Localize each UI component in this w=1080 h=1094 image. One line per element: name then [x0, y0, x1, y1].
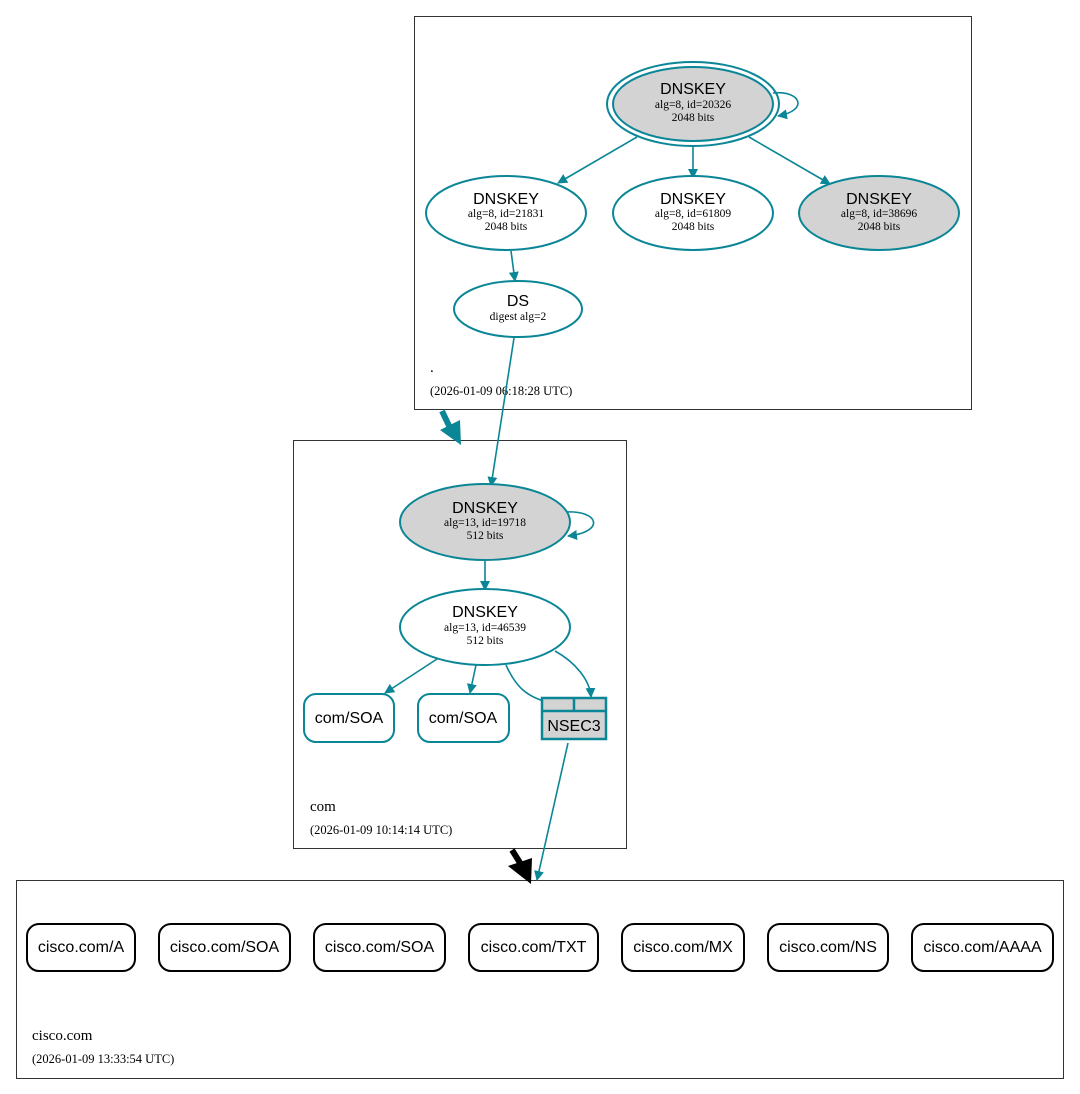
- rr-label: cisco.com/NS: [779, 939, 877, 956]
- node-com-zsk-46539[interactable]: DNSKEY alg=13, id=46539 512 bits: [399, 588, 571, 666]
- edge-root-ksk-to-zsk1: [557, 136, 638, 184]
- node-cisco-soa-1[interactable]: cisco.com/SOA: [158, 923, 291, 972]
- node-cisco-a[interactable]: cisco.com/A: [26, 923, 136, 972]
- node-alg: alg=13, id=19718: [444, 517, 526, 529]
- edge-com-zsk-to-soa1: [384, 658, 438, 694]
- zone-com-timestamp: (2026-01-09 10:14:14 UTC): [310, 823, 452, 837]
- node-bits: 2048 bits: [672, 112, 715, 124]
- edge-root-ksk-self: [772, 91, 799, 120]
- node-root-ksk-trust-anchor[interactable]: DNSKEY alg=8, id=20326 2048 bits: [606, 61, 780, 147]
- edges: [384, 91, 831, 884]
- rr-label: cisco.com/MX: [633, 939, 733, 956]
- edge-com-zsk-to-soa2: [466, 664, 477, 694]
- node-root-ksk-38696[interactable]: DNSKEY alg=8, id=38696 2048 bits: [798, 175, 960, 251]
- edge-com-ksk-self: [564, 511, 595, 540]
- node-title: DNSKEY: [452, 604, 518, 621]
- edge-nsec3-to-cisco: [534, 742, 569, 881]
- rr-label: cisco.com/AAAA: [923, 939, 1042, 956]
- zone-cisco-name: cisco.com: [32, 1028, 93, 1044]
- node-cisco-soa-2[interactable]: cisco.com/SOA: [313, 923, 446, 972]
- node-title: DNSKEY: [452, 500, 518, 517]
- node-cisco-mx[interactable]: cisco.com/MX: [621, 923, 745, 972]
- edge-zsk1-to-ds: [508, 250, 519, 282]
- node-title: DNSKEY: [846, 191, 912, 208]
- node-sub: digest alg=2: [490, 311, 547, 323]
- node-bits: 512 bits: [467, 530, 504, 542]
- node-root-zsk-61809[interactable]: DNSKEY alg=8, id=61809 2048 bits: [612, 175, 774, 251]
- node-title: DNSKEY: [473, 191, 539, 208]
- rr-label: cisco.com/SOA: [170, 939, 280, 956]
- node-title: DNSKEY: [660, 191, 726, 208]
- rr-label: cisco.com/SOA: [325, 939, 435, 956]
- edge-root-ksk-to-ksk2: [748, 136, 831, 185]
- node-cisco-txt[interactable]: cisco.com/TXT: [468, 923, 599, 972]
- zone-cisco-timestamp: (2026-01-09 13:33:54 UTC): [32, 1052, 174, 1066]
- node-com-soa-2[interactable]: com/SOA: [417, 693, 510, 743]
- node-alg: alg=8, id=38696: [841, 208, 917, 220]
- node-cisco-ns[interactable]: cisco.com/NS: [767, 923, 889, 972]
- edge-com-zsk-to-nsec3b: [554, 650, 596, 698]
- rr-label: com/SOA: [429, 710, 498, 727]
- rr-label: cisco.com/TXT: [481, 939, 587, 956]
- node-alg: alg=8, id=61809: [655, 208, 731, 220]
- node-alg: alg=8, id=21831: [468, 208, 544, 220]
- zone-root-name: .: [430, 360, 434, 376]
- rr-label: cisco.com/A: [38, 939, 125, 956]
- node-cisco-aaaa[interactable]: cisco.com/AAAA: [911, 923, 1054, 972]
- node-com-soa-1[interactable]: com/SOA: [303, 693, 395, 743]
- rr-label: com/SOA: [315, 710, 384, 727]
- edge-ds-to-com-ksk: [487, 337, 515, 487]
- node-alg: alg=8, id=20326: [655, 99, 731, 111]
- zone-cisco: cisco.com (2026-01-09 13:33:54 UTC): [16, 880, 1064, 1079]
- node-bits: 2048 bits: [858, 221, 901, 233]
- delegation-com-to-cisco: [508, 848, 532, 884]
- node-root-ds[interactable]: DS digest alg=2: [453, 280, 583, 338]
- node-title: DNSKEY: [660, 81, 726, 98]
- node-bits: 2048 bits: [485, 221, 528, 233]
- node-bits: 2048 bits: [672, 221, 715, 233]
- zone-com-name: com: [310, 799, 336, 815]
- node-com-nsec3[interactable]: NSEC3: [540, 696, 608, 741]
- node-com-ksk-19718[interactable]: DNSKEY alg=13, id=19718 512 bits: [399, 483, 571, 561]
- delegation-root-to-com: [439, 409, 461, 445]
- node-title: DS: [507, 293, 529, 310]
- node-bits: 512 bits: [467, 635, 504, 647]
- nsec3-label: NSEC3: [547, 718, 600, 735]
- node-alg: alg=13, id=46539: [444, 622, 526, 634]
- node-root-zsk-21831[interactable]: DNSKEY alg=8, id=21831 2048 bits: [425, 175, 587, 251]
- zone-root-timestamp: (2026-01-09 06:18:28 UTC): [430, 384, 572, 398]
